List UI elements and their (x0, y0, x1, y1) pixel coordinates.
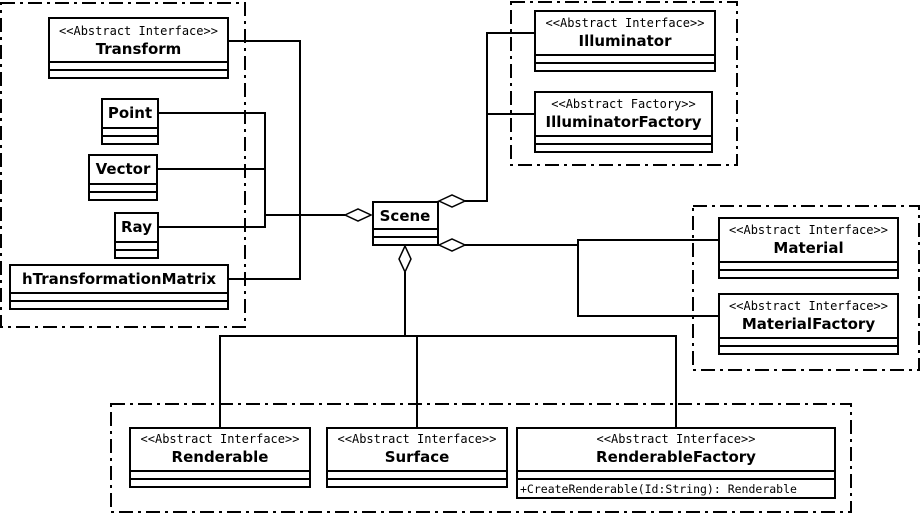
class-vector[interactable]: Vector (88, 154, 158, 201)
class-htransformationmatrix[interactable]: hTransformationMatrix (9, 264, 229, 310)
surface-name: Surface (385, 448, 450, 466)
illuminatorfactory-stereotype: <<Abstract Factory>> (551, 97, 696, 111)
ray-name: Ray (121, 218, 152, 236)
htransformationmatrix-name: hTransformationMatrix (22, 270, 216, 288)
class-point[interactable]: Point (101, 98, 159, 145)
aggregation-diamond-geometry (343, 208, 373, 222)
vector-name: Vector (96, 160, 151, 178)
transform-htm-connector (228, 40, 301, 280)
aggregation-diamond-illumination (437, 194, 467, 208)
class-renderablefactory[interactable]: <<Abstract Interface>> RenderableFactory… (516, 427, 836, 499)
aggregation-diamond-material (437, 238, 467, 252)
class-materialfactory[interactable]: <<Abstract Interface>> MaterialFactory (718, 293, 899, 355)
connectors (157, 32, 719, 428)
material-name: Material (773, 239, 843, 257)
geometry-package (0, 2, 246, 328)
materialfactory-stereotype: <<Abstract Interface>> (729, 299, 888, 313)
point-name: Point (108, 104, 152, 122)
class-illuminator[interactable]: <<Abstract Interface>> Illuminator (534, 10, 716, 72)
illuminator-connector (486, 32, 535, 115)
surface-stereotype: <<Abstract Interface>> (338, 432, 497, 446)
illumination-package (510, 1, 738, 166)
renderablefactory-stereotype: <<Abstract Interface>> (597, 432, 756, 446)
renderable-package (110, 403, 852, 513)
illuminator-stereotype: <<Abstract Interface>> (546, 16, 705, 30)
renderablefactory-method: +CreateRenderable(Id:String): Renderable (520, 482, 797, 496)
aggregation-diamond-renderables (398, 244, 412, 274)
class-scene[interactable]: Scene (372, 201, 439, 246)
class-renderable[interactable]: <<Abstract Interface>> Renderable (129, 427, 311, 488)
illuminatorfactory-name: IlluminatorFactory (545, 113, 701, 131)
class-transform[interactable]: <<Abstract Interface>> Transform (48, 17, 229, 79)
illumination-to-scene-connector (465, 114, 488, 202)
transform-name: Transform (96, 40, 182, 58)
transform-stereotype: <<Abstract Interface>> (59, 24, 218, 38)
illuminator-name: Illuminator (579, 32, 673, 50)
material-package (692, 205, 920, 371)
class-material[interactable]: <<Abstract Interface>> Material (718, 217, 899, 279)
renderablefactory-name: RenderableFactory (596, 448, 756, 466)
material-connector (577, 239, 719, 317)
class-illuminatorfactory[interactable]: <<Abstract Factory>> IlluminatorFactory (534, 91, 713, 153)
renderable-name: Renderable (172, 448, 269, 466)
renderable-stereotype: <<Abstract Interface>> (141, 432, 300, 446)
materialfactory-name: MaterialFactory (742, 315, 875, 333)
class-ray[interactable]: Ray (114, 212, 159, 259)
scene-name: Scene (380, 207, 431, 225)
material-stereotype: <<Abstract Interface>> (729, 223, 888, 237)
class-surface[interactable]: <<Abstract Interface>> Surface (326, 427, 508, 488)
renderables-bus (219, 335, 677, 428)
